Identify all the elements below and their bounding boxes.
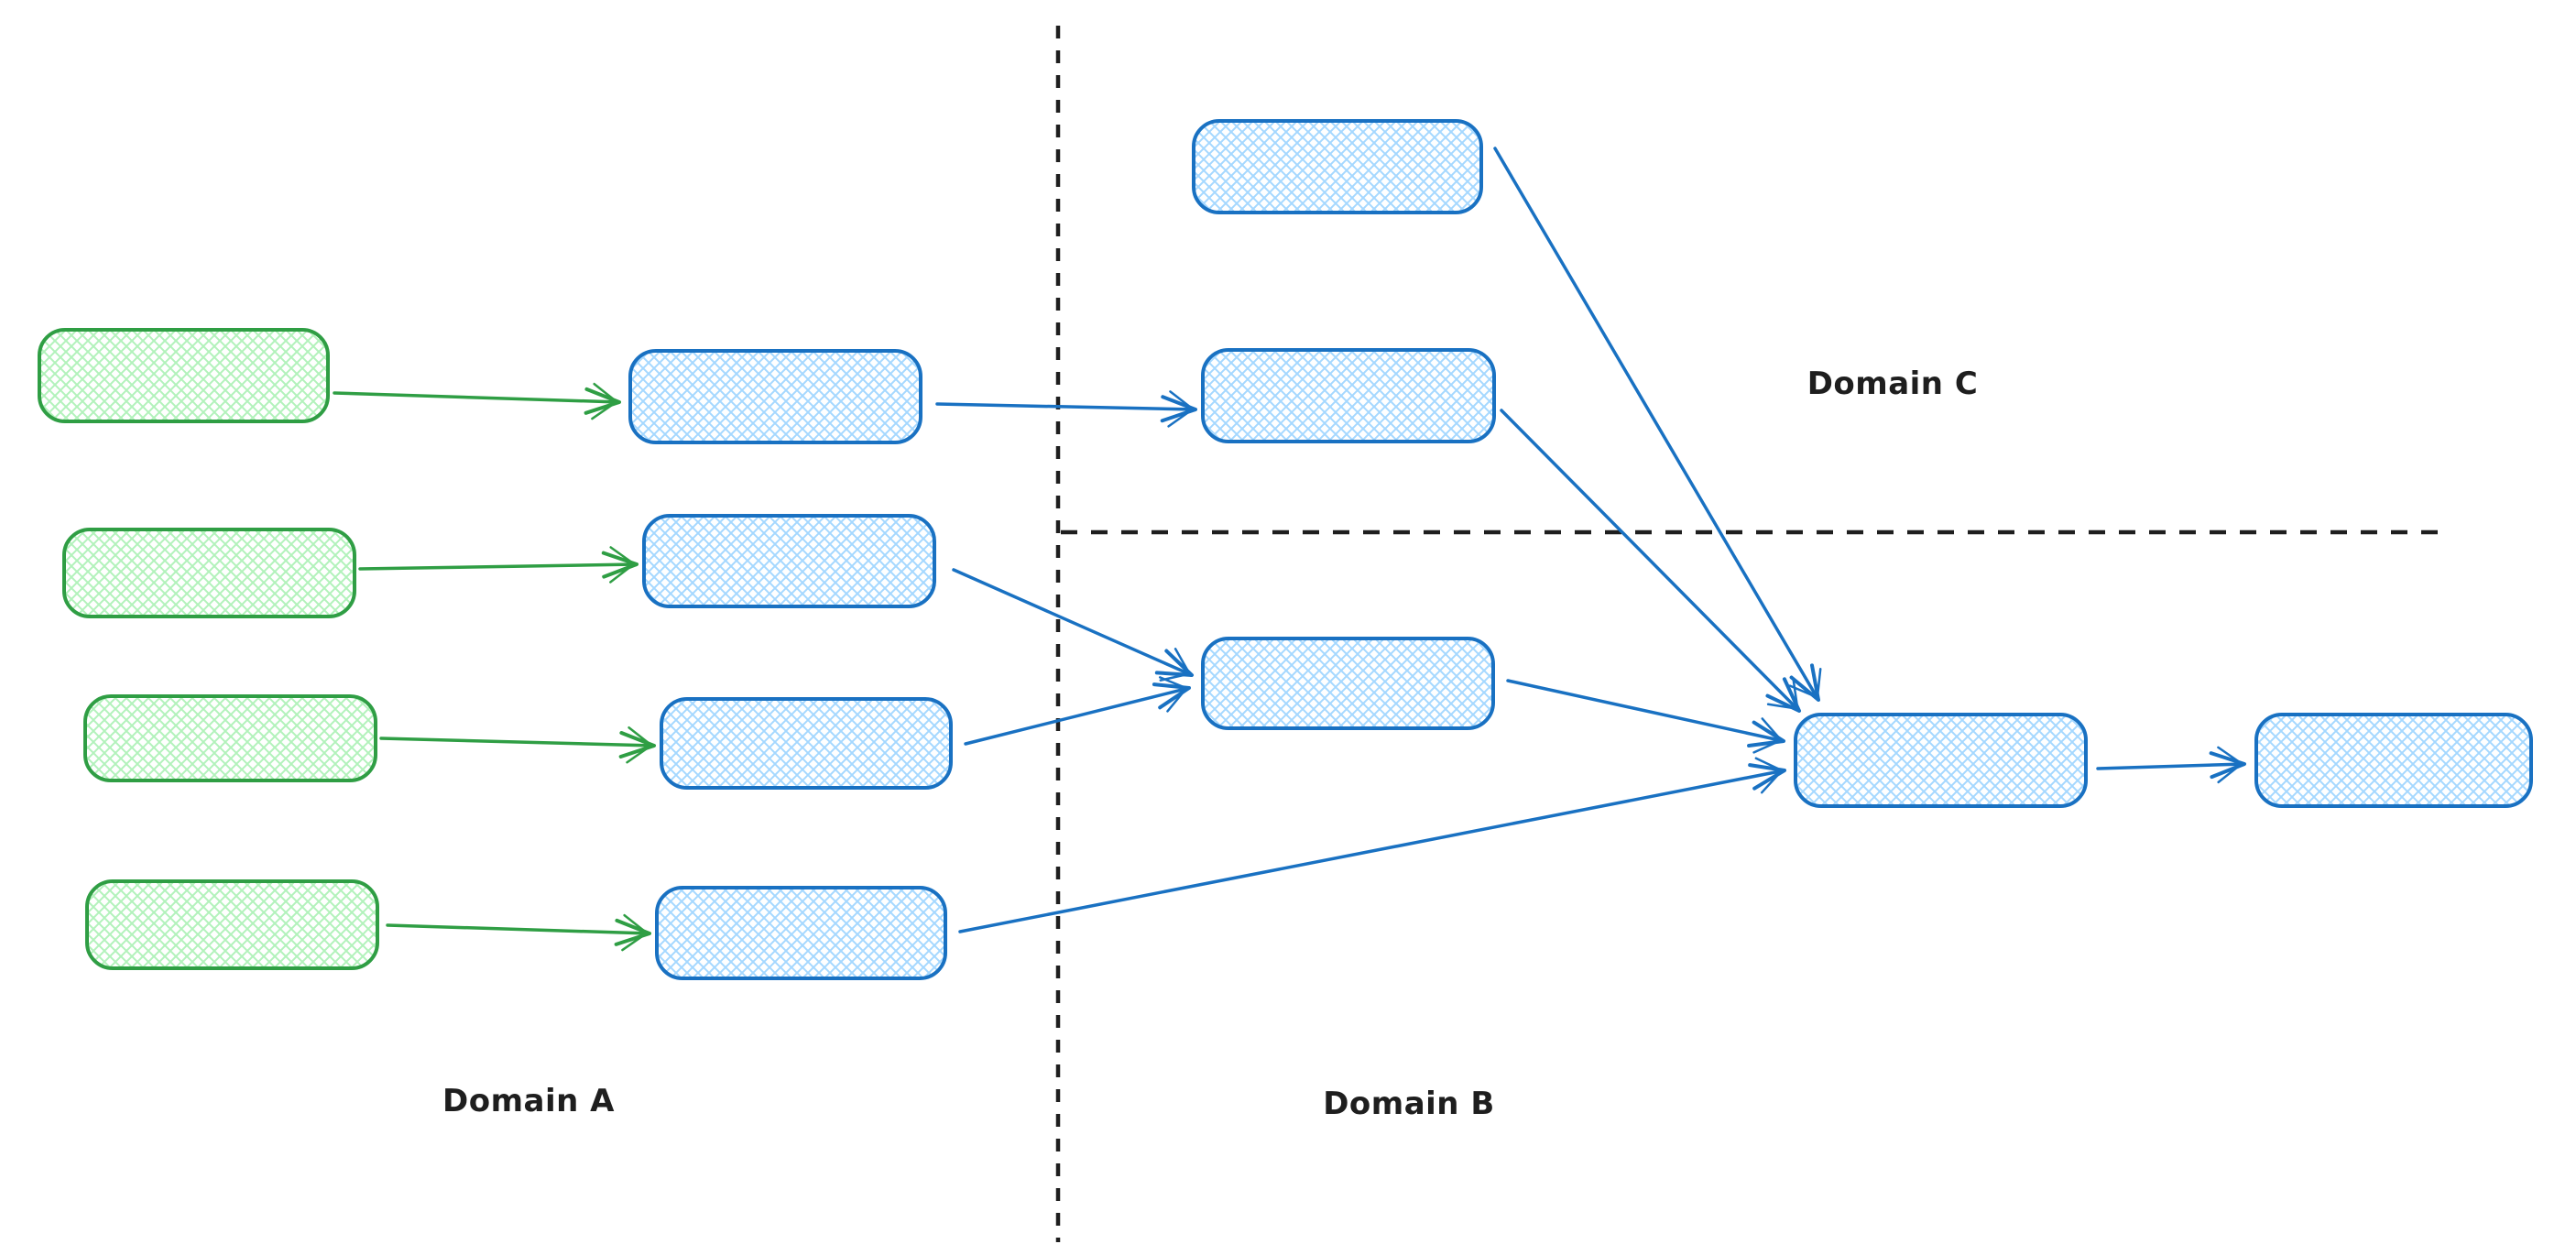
edge-source2-process2[interactable] — [358, 546, 639, 584]
edge-source3-process3[interactable] — [379, 726, 656, 764]
domain-a-source-3-node[interactable] — [83, 694, 377, 782]
nodes-layer — [38, 119, 2533, 980]
domain-a-source-2-node[interactable] — [62, 528, 356, 618]
domain-c-node-1-node[interactable] — [1192, 119, 1483, 214]
domain-b-hub-node[interactable] — [1794, 713, 2088, 808]
edge-source1-process1[interactable] — [333, 382, 621, 420]
domain-b-output-node[interactable] — [2254, 713, 2533, 808]
domain-a-process-1-node[interactable] — [628, 349, 922, 444]
edge-bnode1-hub[interactable] — [1506, 679, 1785, 754]
labels-layer: Domain A Domain B Domain C — [442, 366, 1978, 1122]
domain-c-label[interactable]: Domain C — [1807, 366, 1979, 402]
edge-process3-bnode1[interactable] — [964, 676, 1191, 746]
edge-hub-output[interactable] — [2096, 746, 2246, 784]
edge-cnode2-hub[interactable] — [1500, 409, 1801, 713]
edge-cnode1-hub[interactable] — [1493, 147, 1822, 702]
edge-source4-process4[interactable] — [386, 913, 651, 952]
edges-layer — [333, 147, 2246, 952]
domain-b-label[interactable]: Domain B — [1323, 1086, 1495, 1122]
domain-a-label[interactable]: Domain A — [442, 1083, 615, 1119]
domain-c-node-2-node[interactable] — [1201, 348, 1496, 443]
domain-b-node-1-node[interactable] — [1201, 637, 1495, 730]
edge-process1-cnode2[interactable] — [935, 390, 1197, 428]
domain-a-process-4-node[interactable] — [655, 886, 947, 980]
edge-process4-hub[interactable] — [958, 757, 1786, 933]
domain-dividers-layer — [1055, 26, 2446, 1242]
domain-a-process-2-node[interactable] — [642, 514, 936, 608]
domain-a-source-4-node[interactable] — [85, 879, 379, 970]
domain-a-process-3-node[interactable] — [660, 697, 953, 790]
edge-process2-bnode1[interactable] — [952, 568, 1194, 682]
domain-a-source-1-node[interactable] — [38, 328, 330, 423]
